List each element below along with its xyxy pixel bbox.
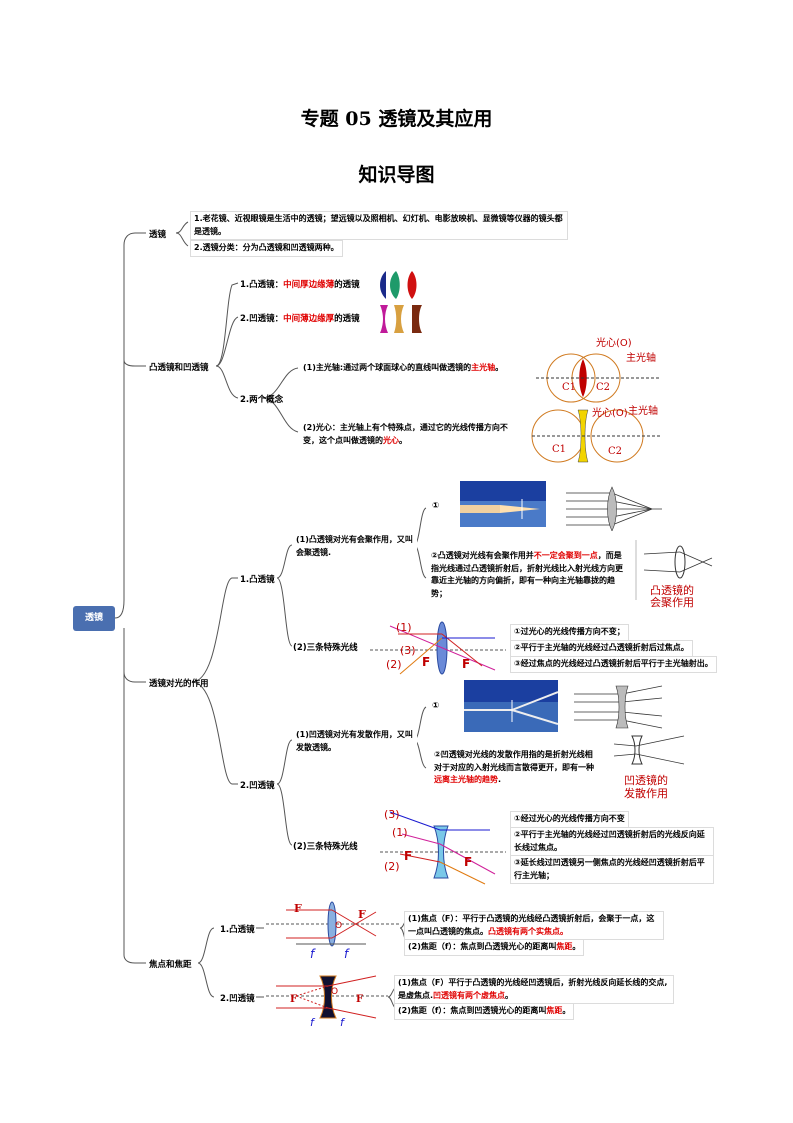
focus-convex[interactable]: 1.凸透镜: [220, 925, 255, 935]
svg-text:光心(O): 光心(O): [596, 336, 632, 349]
concave-ray-3: ③延长线过凹透镜另一侧焦点的光线经凹透镜折射后平行主光轴；: [510, 855, 714, 884]
svg-text:凸透镜的: 凸透镜的: [650, 583, 694, 597]
convex-lens-shapes: [380, 271, 417, 299]
concave-ray-1: ①经过光心的光线传播方向不变: [510, 811, 629, 828]
svg-text:主光轴: 主光轴: [626, 351, 656, 364]
convex-converging: (1)凸透镜对光有会聚作用，又叫会聚透镜.: [293, 533, 417, 560]
svg-text:发散作用: 发散作用: [624, 786, 668, 800]
svg-text:会聚作用: 会聚作用: [650, 596, 694, 609]
concave-def: 2.凹透镜：中间薄边缘厚的透镜: [240, 314, 360, 324]
svg-text:f: f: [310, 947, 316, 961]
concave-lens-shapes: [380, 305, 422, 333]
concave-photo: [464, 680, 558, 732]
convex-three-rays-figure: (1) (3) (2) F F: [370, 621, 506, 675]
optical-center-def: (2)光心：主光轴上有个特殊点，通过它的光线传播方向不变，这个点叫做透镜的光心。: [300, 421, 516, 448]
convex-converge-diagram: [566, 486, 662, 531]
svg-text:O: O: [331, 987, 338, 997]
convex-three-rays[interactable]: (2)三条特殊光线: [293, 643, 358, 653]
convex-photo: [460, 481, 546, 527]
node-lens[interactable]: 透镜: [149, 230, 167, 240]
concave-focus-figure: F F O f f: [266, 975, 388, 1029]
concave-three-rays-figure: (3) (1) (2) F F: [380, 808, 506, 885]
node-lens-effect[interactable]: 透镜对光的作用: [149, 679, 209, 689]
svg-text:f: f: [340, 1016, 346, 1029]
svg-text:F: F: [294, 902, 302, 915]
node-convex-concave[interactable]: 凸透镜和凹透镜: [149, 363, 209, 373]
optical-center-figure: C1 C2 光心(O) 主光轴: [531, 404, 660, 463]
svg-text:f: f: [310, 1016, 316, 1029]
svg-text:F: F: [464, 855, 472, 869]
node-focus[interactable]: 焦点和焦距: [149, 960, 192, 970]
page-subtitle: 知识导图: [358, 164, 435, 186]
focus-concave[interactable]: 2.凹透镜: [220, 994, 255, 1004]
svg-text:F: F: [290, 994, 297, 1005]
svg-text:O: O: [335, 921, 342, 931]
svg-text:凹透镜的: 凹透镜的: [624, 773, 668, 787]
convex-def: 1.凸透镜：中间厚边缘薄的透镜: [240, 280, 360, 290]
concave-diverge-note: ②凹透镜对光线的发散作用指的是折射光线相对于对应的入射光线而言散得更开，即有一种…: [431, 748, 599, 788]
svg-text:(1): (1): [392, 826, 408, 839]
svg-text:(2): (2): [386, 658, 402, 671]
svg-text:(3): (3): [400, 644, 416, 657]
svg-text:主光轴: 主光轴: [628, 404, 658, 417]
convex-ray-3: ③经过焦点的光线经过凸透镜折射后平行于主光轴射出。: [510, 656, 717, 673]
concave-ray-2: ②平行于主光轴的光线经过凹透镜折射后的光线反向延长线过焦点。: [510, 827, 714, 856]
concave-diverge-diagram: [574, 685, 663, 729]
circle-1-concave: ①: [432, 701, 440, 711]
svg-text:(2): (2): [384, 860, 400, 873]
convex-converge-note: ②凸透镜对光线有会聚作用并不一定会聚到一点，而是指光线通过凸透镜折射后，折射光线…: [428, 549, 626, 601]
svg-text:f: f: [344, 947, 350, 961]
convex-focal-length: (2)焦距（f）：焦点到凸透镜光心的距离叫焦距。: [404, 939, 585, 956]
concave-focus-def: (1)焦点（F）平行于凸透镜的光线经凹透镜后，折射光线反向延长线的交点,是虚焦点…: [394, 975, 674, 1004]
svg-text:F: F: [422, 655, 430, 669]
svg-text:F: F: [462, 657, 470, 671]
main-axis-def: (1)主光轴:通过两个球面球心的直线叫做透镜的主光轴。: [300, 361, 528, 376]
circle-1-convex: ①: [432, 501, 440, 511]
concave-focal-length: (2)焦距（f）：焦点到凹透镜光心的距离叫焦距。: [394, 1003, 575, 1020]
svg-text:C2: C2: [608, 446, 622, 457]
svg-text:C1: C1: [552, 444, 566, 455]
convex-ray-1: ①过光心的光线传播方向不变；: [510, 624, 629, 641]
concave-diverging: (1)凹透镜对光有发散作用，又叫发散透镜。: [293, 728, 417, 755]
effect-concave[interactable]: 2.凹透镜: [240, 781, 275, 791]
two-concepts[interactable]: 2.两个概念: [240, 395, 284, 405]
concave-three-rays[interactable]: (2)三条特殊光线: [293, 842, 358, 852]
svg-text:F: F: [358, 908, 366, 921]
main-axis-figure: C1 C2 光心(O) 主光轴: [536, 336, 661, 403]
convex-ray-2: ②平行于主光轴的光线经过凸透镜折射后过焦点。: [510, 640, 693, 657]
root-node[interactable]: 透镜: [73, 606, 115, 631]
svg-text:光心(O): 光心(O): [592, 406, 628, 419]
svg-text:(1): (1): [396, 621, 412, 634]
lens-item-2: 2.透镜分类：分为凸透镜和凹透镜两种。: [190, 240, 343, 257]
svg-text:F: F: [404, 849, 412, 863]
lens-item-1: 1.老花镜、近视眼镜是生活中的透镜；望远镜以及照相机、幻灯机、电影放映机、显微镜…: [190, 211, 568, 240]
svg-text:(3): (3): [384, 808, 400, 821]
svg-text:C2: C2: [596, 382, 610, 393]
page-title: 专题 05 透镜及其应用: [300, 108, 493, 130]
convex-converge-sketch: 凸透镜的 会聚作用: [635, 540, 713, 609]
svg-text:F: F: [356, 994, 363, 1005]
effect-convex[interactable]: 1.凸透镜: [240, 575, 275, 585]
svg-text:C1: C1: [562, 382, 576, 393]
convex-focus-def: (1)焦点（F）：平行于凸透镜的光线经凸透镜折射后，会聚于一点，这一点叫凸透镜的…: [404, 911, 664, 940]
convex-focus-figure: F F O f f: [266, 901, 400, 961]
concave-diverge-sketch: 凹透镜的 发散作用: [614, 735, 685, 800]
